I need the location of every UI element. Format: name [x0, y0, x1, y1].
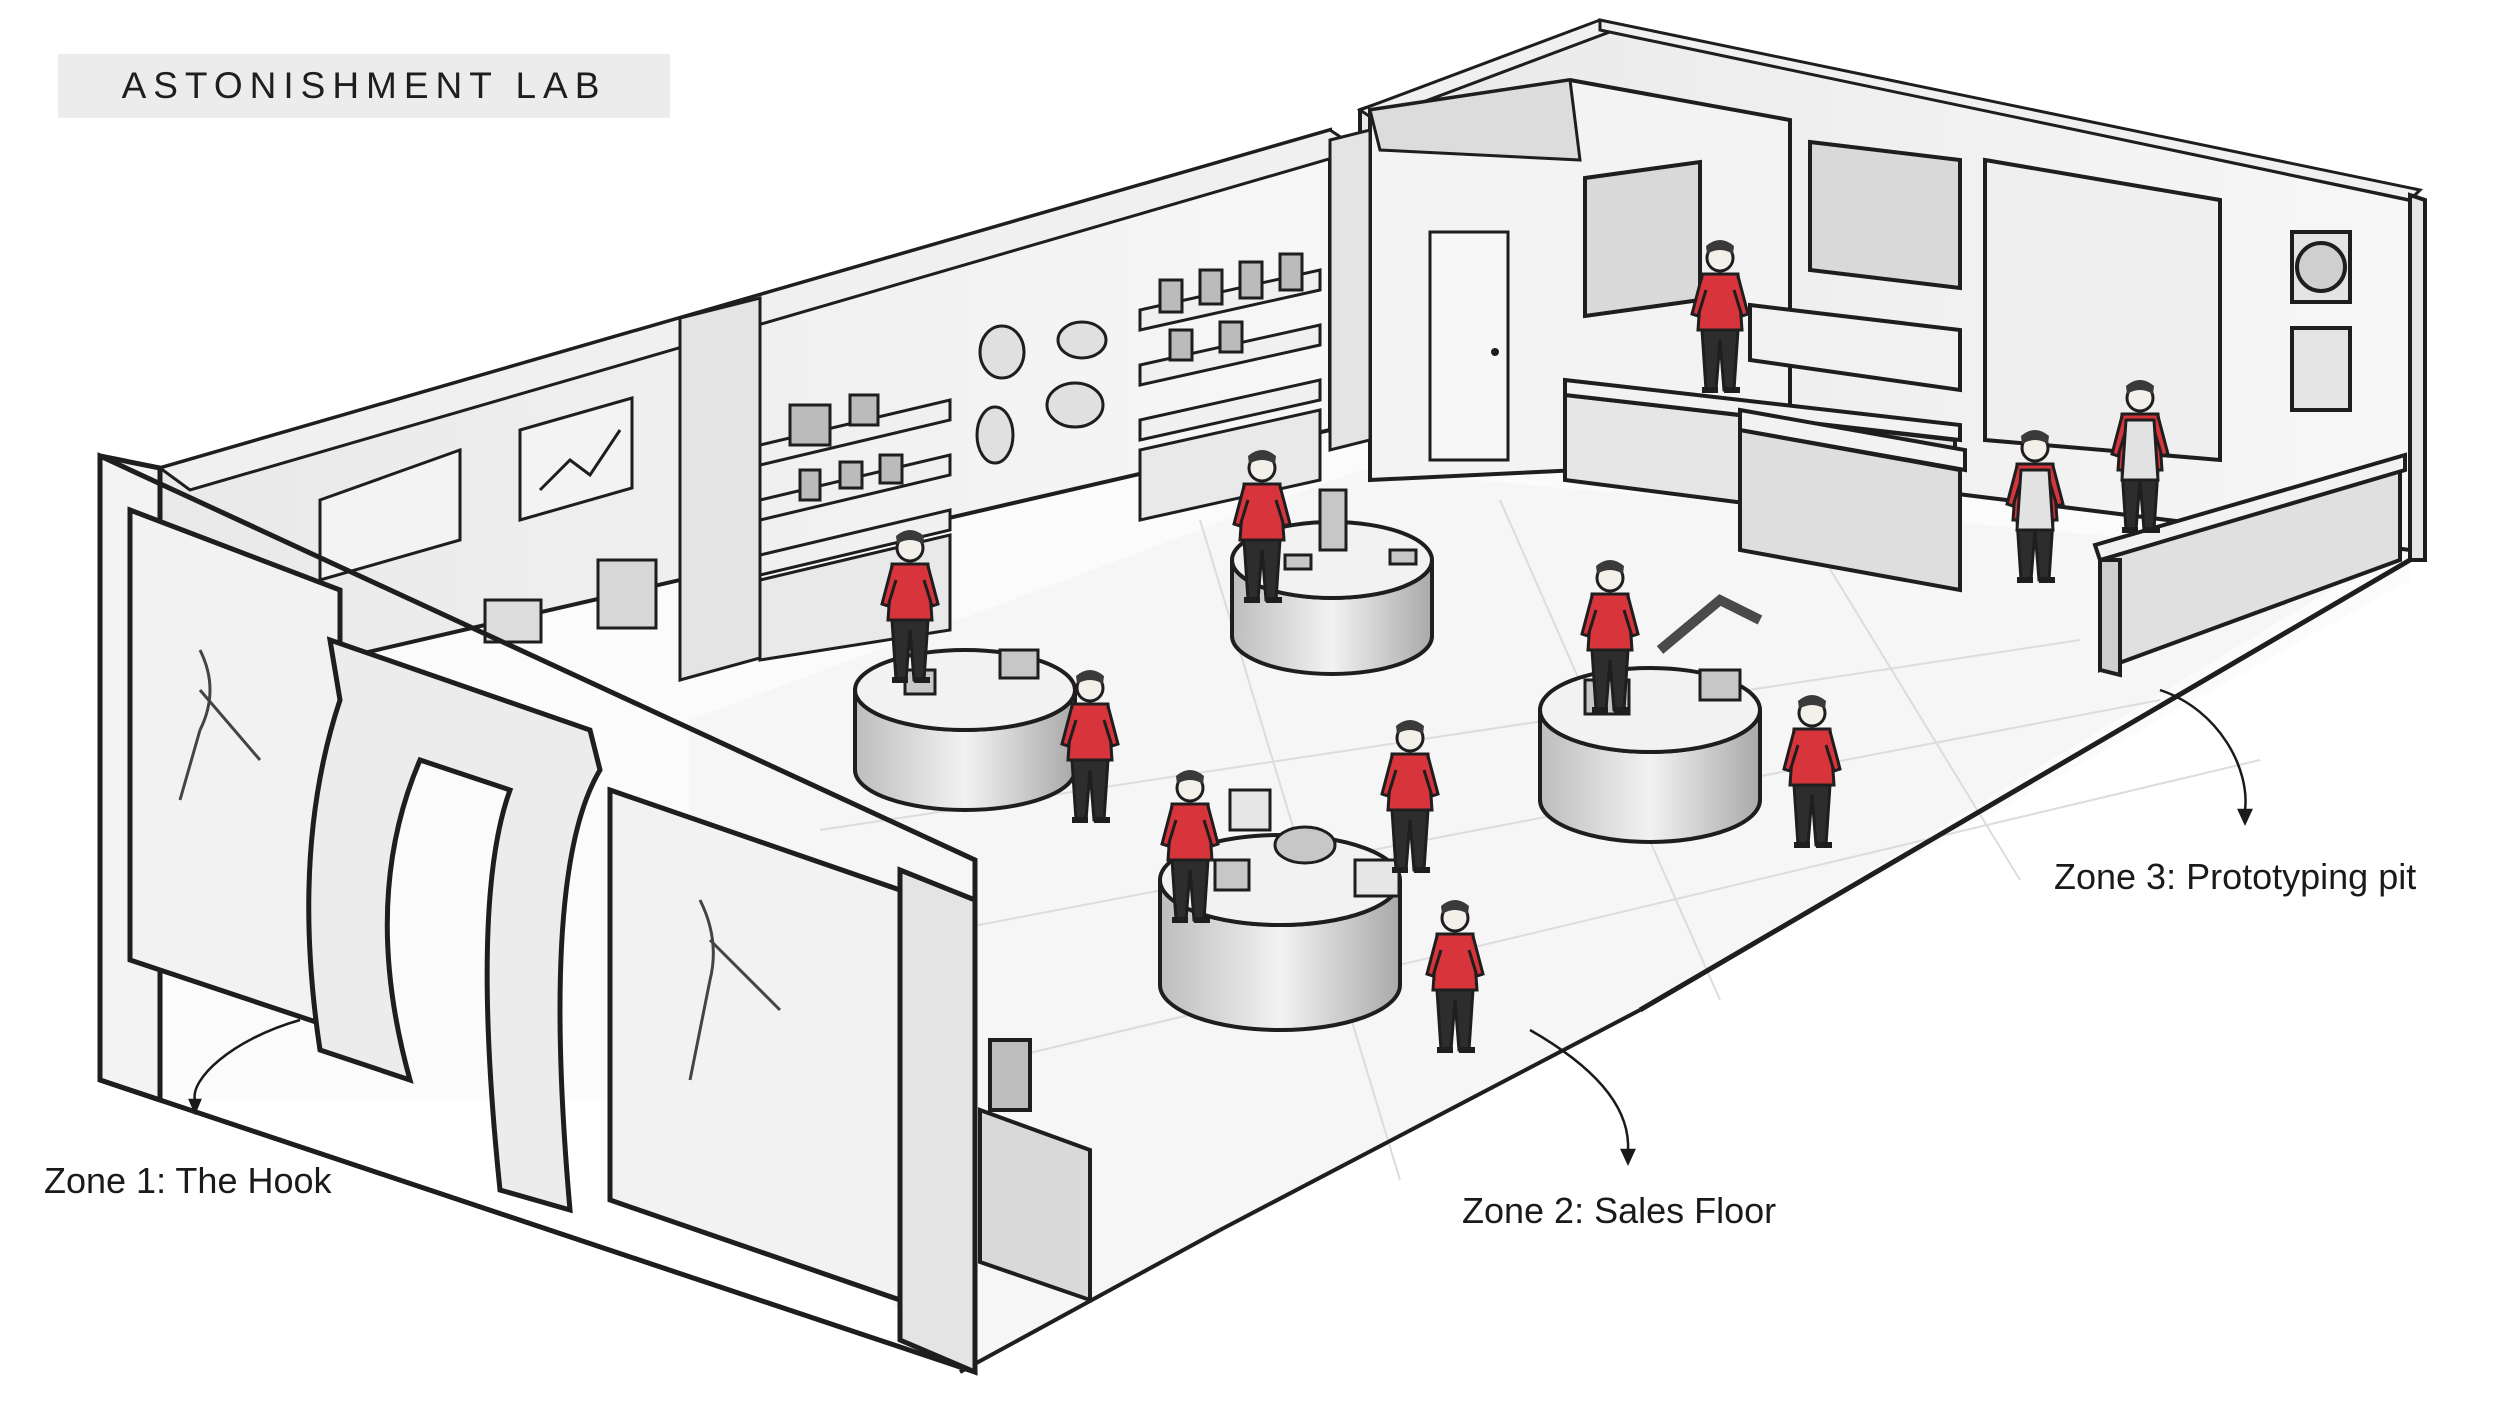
back-counters [1563, 302, 2407, 678]
zone-2-arrow [1529, 1028, 1630, 1151]
zone-1-label: Zone 1: The Hook [44, 1160, 332, 1201]
zone-2-label: Zone 2: Sales Floor [1462, 1190, 1777, 1231]
left-wall-charts [318, 396, 658, 644]
zone-3-arrow [2159, 688, 2247, 811]
round-table-1 [853, 648, 1077, 812]
title-banner: ASTONISHMENT LAB [58, 54, 670, 118]
door [1428, 230, 1510, 462]
round-tables [853, 520, 1762, 1032]
kiosk [978, 1038, 1092, 1303]
zone-3-label: Zone 3: Prototyping pit [2054, 856, 2417, 897]
entrance-wall [97, 452, 978, 1376]
round-table-4 [1158, 833, 1402, 1032]
zone-arrows [188, 688, 2253, 1166]
zone-1-arrow [193, 1018, 301, 1101]
page-title: ASTONISHMENT LAB [121, 65, 607, 106]
wall-screens [1583, 139, 2352, 463]
entrance-arch [306, 636, 603, 1214]
